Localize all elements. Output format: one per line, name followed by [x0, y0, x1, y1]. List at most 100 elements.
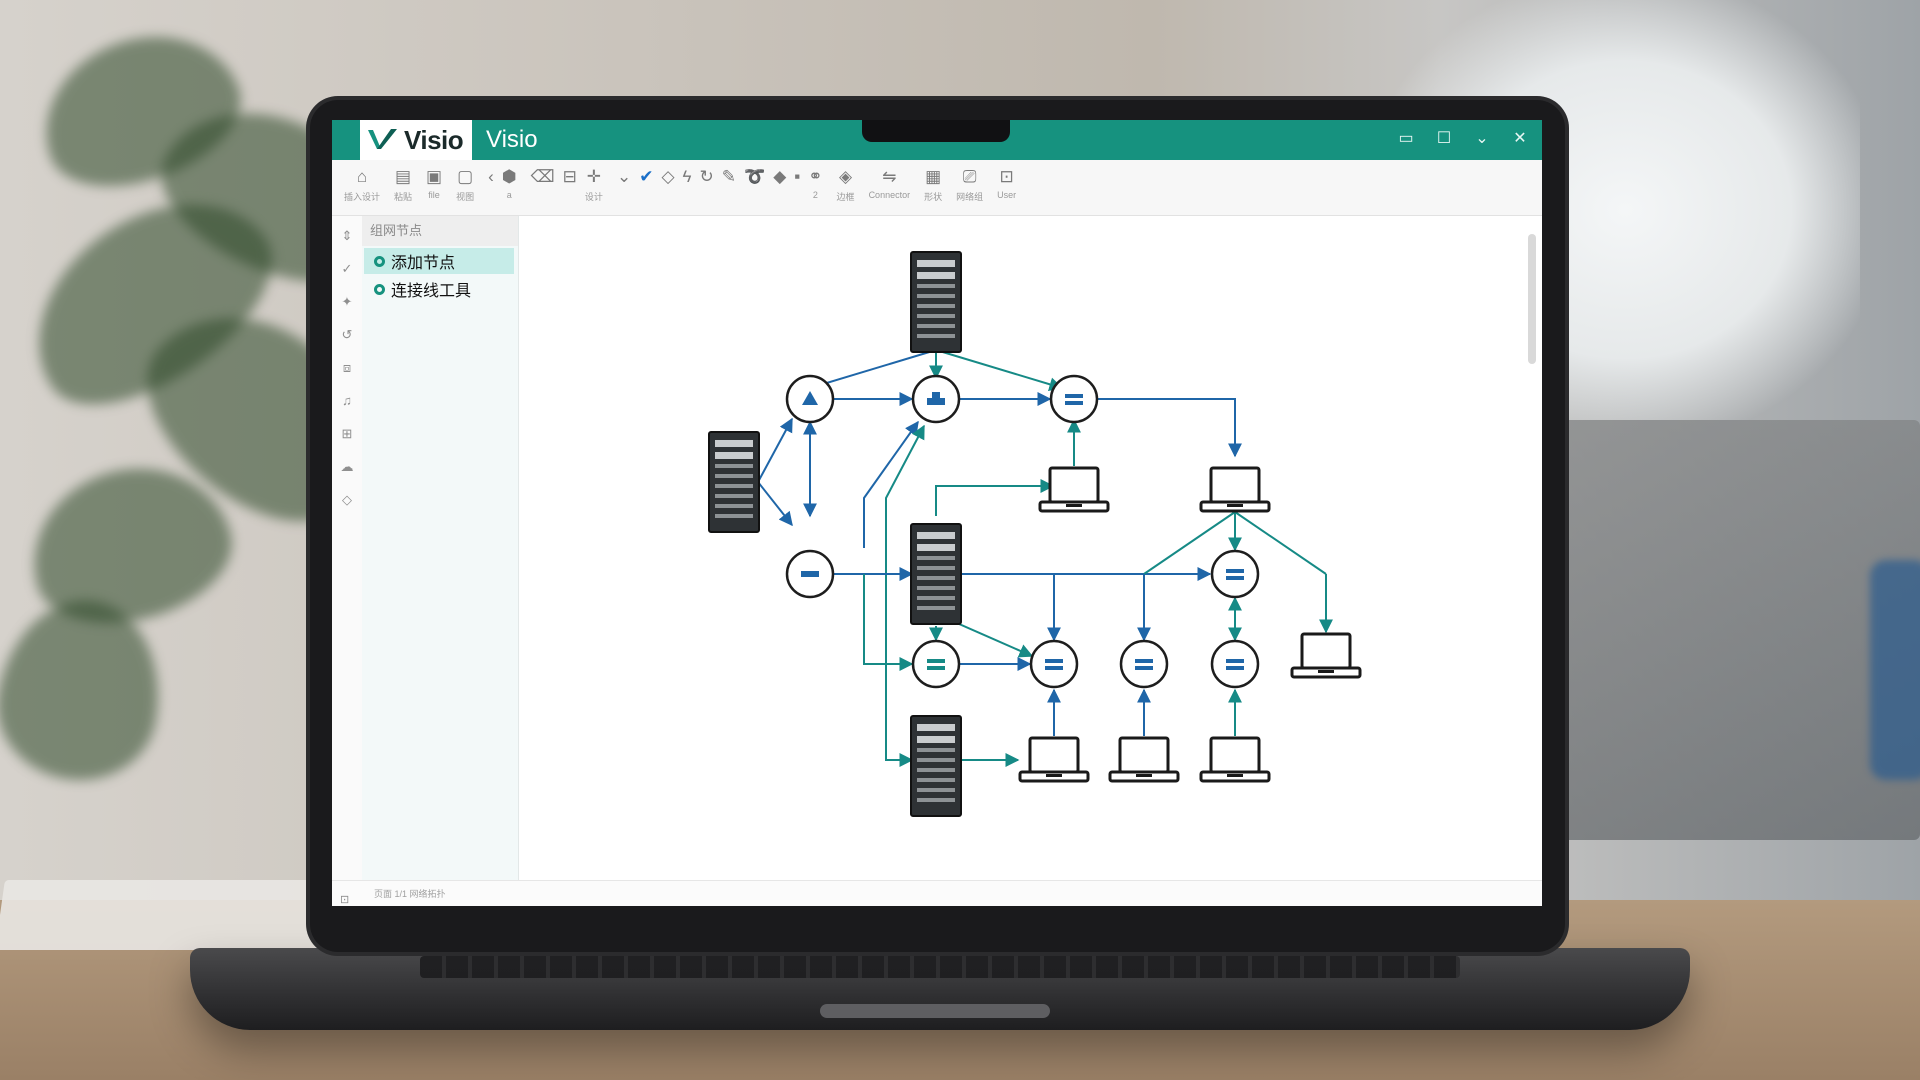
- visio-logo-icon: [368, 129, 397, 149]
- music-icon[interactable]: ♫: [342, 393, 352, 408]
- laptop-node[interactable]: [1199, 736, 1271, 783]
- toolbar-button-monitor[interactable]: ⎚ 网络组: [956, 160, 983, 203]
- toolbar-button-lasso[interactable]: ➰: [744, 160, 765, 190]
- toolbar-button-label: a: [506, 190, 512, 200]
- laptop-node[interactable]: [1199, 466, 1271, 513]
- toolbar-button-diamond[interactable]: ◇: [661, 160, 674, 190]
- lasso-icon: ➰: [744, 167, 766, 186]
- router-node[interactable]: [911, 639, 961, 689]
- tag-icon[interactable]: ◇: [342, 492, 352, 507]
- cloud-icon[interactable]: ☁: [340, 459, 354, 474]
- server-node-left[interactable]: [708, 431, 760, 533]
- chevron-left-icon: ‹: [488, 167, 494, 186]
- toolbar-button-screen[interactable]: ▢视图: [456, 160, 474, 203]
- image-icon[interactable]: ⊞: [341, 426, 353, 441]
- router-node[interactable]: [785, 374, 835, 424]
- toolbar-button-pen[interactable]: ✎: [722, 160, 736, 190]
- star-icon[interactable]: ✦: [341, 294, 353, 309]
- toolbar-button-lightning[interactable]: ϟ: [683, 160, 692, 190]
- desk-paper: [0, 880, 335, 950]
- toolbar-button-rect[interactable]: ▪: [794, 160, 800, 190]
- ribbon-collapse-button[interactable]: ⌄: [1475, 130, 1489, 147]
- laptop-node[interactable]: [1038, 466, 1110, 513]
- close-button[interactable]: ✕: [1513, 130, 1527, 147]
- toolbar-button-select[interactable]: ✔: [639, 160, 653, 190]
- toolbar-button-table[interactable]: ▦形状: [924, 160, 942, 203]
- maximize-button[interactable]: ☐: [1436, 130, 1452, 147]
- toolbar-button-label: 网络组: [956, 192, 984, 202]
- laptop-node[interactable]: [1108, 736, 1180, 783]
- scrollbar-thumb[interactable]: [1528, 234, 1536, 364]
- eraser-icon: ⌫: [530, 167, 555, 186]
- toolbar-button-fill[interactable]: ◆: [773, 160, 786, 190]
- panel-item-connector-tool[interactable]: 连接线工具: [364, 276, 514, 302]
- edge: [935, 479, 1055, 516]
- router-node[interactable]: [1049, 374, 1099, 424]
- table-icon: ▦: [925, 167, 942, 186]
- toolbar-button-label: 2: [812, 190, 818, 200]
- router-node[interactable]: [1119, 639, 1169, 689]
- panel-item-add-node[interactable]: 添加节点: [364, 248, 514, 274]
- home-icon: ⌂: [356, 167, 368, 186]
- router-node[interactable]: [1029, 639, 1079, 689]
- server-node-bottom[interactable]: [910, 715, 962, 817]
- check-icon[interactable]: ✓: [341, 261, 353, 276]
- toolbar-button-back[interactable]: ‹: [488, 160, 494, 190]
- document-icon: ▤: [394, 167, 412, 186]
- page-icon: ⊡: [340, 894, 350, 906]
- toolbar-button-file[interactable]: ▤ 粘贴: [394, 160, 412, 203]
- box-icon[interactable]: ⧈: [342, 360, 352, 375]
- undo-icon[interactable]: ↺: [341, 327, 353, 342]
- router-node[interactable]: [911, 374, 961, 424]
- app-window: Visio Visio ▭ ☐ ⌄ ✕ ⌂插入设计 ▤ 粘贴 ▣file ▢视图 ‹ ⬢a ⌫ ⊟ ✛设…: [332, 120, 1542, 906]
- laptop-node[interactable]: [1290, 632, 1362, 679]
- toolbar-button-display[interactable]: ⊟: [563, 160, 577, 190]
- screen-icon: ▢: [457, 167, 474, 186]
- toolbar-button-label: User: [997, 190, 1017, 200]
- toolbar-button-user[interactable]: ⊡User: [997, 160, 1016, 200]
- camera-notch: [862, 120, 1010, 142]
- edge: [757, 481, 793, 527]
- edge: [863, 574, 914, 671]
- left-icon-strip: ⇕ ✓ ✦ ↺ ⧈ ♫ ⊞ ☁ ◇: [332, 216, 363, 906]
- shapes-panel: 组网节点 添加节点 连接线工具: [362, 216, 519, 906]
- toolbar-button-home[interactable]: ⌂插入设计: [344, 160, 380, 203]
- laptop-node[interactable]: [1018, 736, 1090, 783]
- monitor-icon: ⎚: [962, 167, 977, 186]
- page-icon: ▣: [426, 167, 443, 186]
- toolbar-button-shape[interactable]: ⬢a: [502, 160, 517, 200]
- app-title: Visio: [486, 126, 538, 153]
- background-object: [1870, 560, 1920, 780]
- router-node[interactable]: [1210, 639, 1260, 689]
- panel-item-label: 连接线工具: [391, 283, 472, 300]
- network-diagram: [708, 251, 1362, 817]
- toolbar-button-connector[interactable]: ⇋Connector: [869, 160, 911, 200]
- diamond-icon: ◇: [661, 167, 675, 186]
- vertical-scrollbar[interactable]: [1528, 224, 1536, 874]
- rectangle-icon: ▪: [794, 167, 801, 186]
- toolbar-button-redo[interactable]: ↻: [700, 160, 714, 190]
- toolbar-button-link[interactable]: ⚭2: [808, 160, 822, 200]
- server-node-mid[interactable]: [910, 523, 962, 625]
- toolbar-button-eraser[interactable]: ⌫: [531, 160, 555, 190]
- toolbar-button-pointer[interactable]: ✛设计: [585, 160, 603, 203]
- panel-item-label: 添加节点: [391, 255, 456, 272]
- edge: [1143, 511, 1236, 575]
- edge: [1096, 398, 1242, 458]
- server-node-top[interactable]: [910, 251, 962, 353]
- edge: [885, 664, 914, 767]
- toolbar-button-format[interactable]: ▣file: [426, 160, 442, 200]
- brand-text: Visio: [404, 124, 464, 155]
- toolbar-button-dropdown[interactable]: ⌄: [617, 160, 631, 190]
- pointer-icon: ✛: [586, 167, 602, 186]
- drawing-canvas[interactable]: [518, 216, 1528, 880]
- background-cabinet: [1560, 420, 1920, 840]
- router-node[interactable]: [785, 549, 835, 599]
- router-node[interactable]: [1210, 549, 1260, 599]
- toolbar-button-label: 粘贴: [394, 192, 413, 202]
- lightning-icon: ϟ: [682, 167, 692, 186]
- minimize-button[interactable]: ▭: [1398, 130, 1414, 147]
- collapse-icon[interactable]: ⇕: [341, 228, 353, 243]
- toolbar-button-layer[interactable]: ◈边框: [837, 160, 855, 203]
- checkmark-icon: ✔: [639, 167, 654, 186]
